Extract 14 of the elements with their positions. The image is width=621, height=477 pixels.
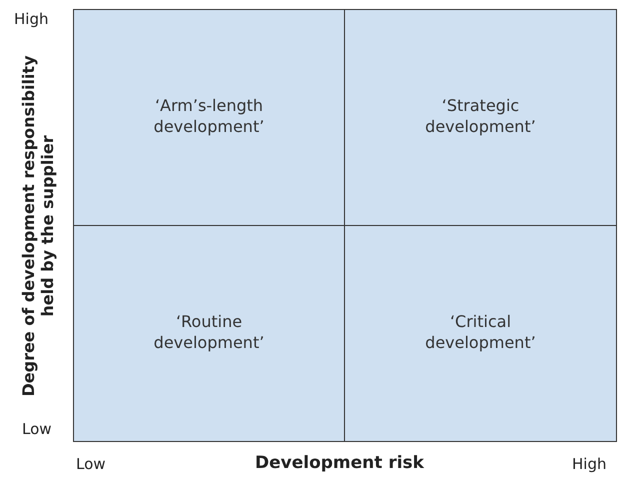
axis-tick-label: Low <box>22 420 52 438</box>
quadrant-label: ‘Critical development’ <box>424 312 537 354</box>
axis-tick-label: High <box>14 10 48 28</box>
axis-tick-label: Low <box>76 455 106 473</box>
quadrant-box <box>74 226 345 441</box>
quadrant-label: ‘Strategic development’ <box>424 96 537 138</box>
quadrant-box <box>345 10 616 226</box>
axis-title: Degree of development responsibility held by the supplier <box>18 54 58 399</box>
quadrant-box <box>74 10 345 226</box>
quadrant-label: ‘Routine development’ <box>152 312 266 354</box>
quadrant-box <box>345 226 616 441</box>
axis-title: Development risk <box>255 453 424 473</box>
quadrant-label: ‘Arm’s-length development’ <box>152 96 266 138</box>
axis-tick-label: High <box>572 455 606 473</box>
